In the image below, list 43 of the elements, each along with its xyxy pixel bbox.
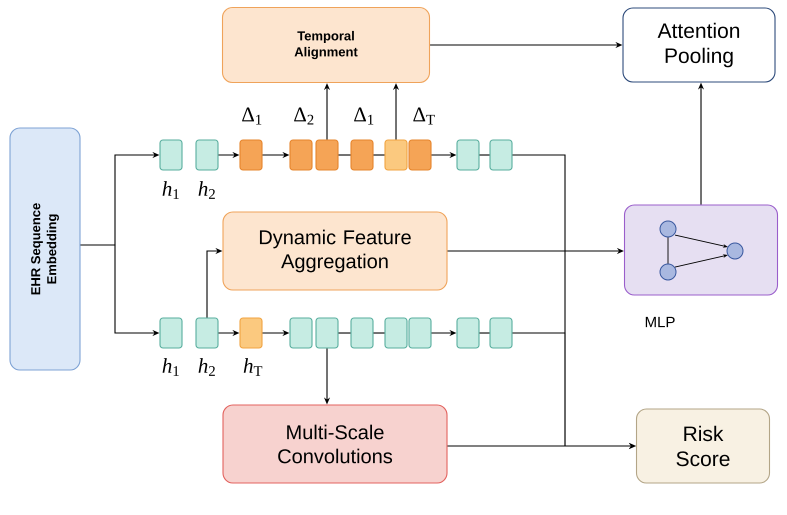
connector-line [338,332,350,334]
sequence-cell [159,139,183,171]
sequence-cell [289,317,313,349]
math-label: h$_{1}$ [162,181,179,199]
sequence-cell [239,139,263,171]
math-label: h$_{2}$ [198,181,215,199]
sequence-cell [408,139,432,171]
sequence-cell [315,317,339,349]
math-label: Δ$_{1}$ [354,108,374,124]
output-box: Attention Pooling [622,7,776,83]
sequence-cell [456,139,480,171]
sequence-cell [289,139,313,171]
process-box: Dynamic Feature Aggregation [222,211,448,291]
math-label: Δ$_{1}$ [242,108,262,124]
sequence-cell [384,317,408,349]
sequence-cell [195,139,219,171]
sequence-cell [159,317,183,349]
process-box: Temporal Alignment [222,6,430,84]
math-label: h$_{1}$ [162,358,179,376]
sequence-cell [384,139,408,171]
sequence-cell [195,317,219,349]
connector-line [480,154,490,156]
connector-line [338,154,350,156]
process-box: Multi-Scale Convolutions [222,404,448,484]
sequence-cell [489,317,513,349]
sequence-cell [315,139,339,171]
math-label: Δ$_{T}$ [413,108,435,124]
connector-line [480,332,490,334]
sequence-cell [239,317,263,349]
output-box: Risk Score [636,408,770,484]
sequence-cell [408,317,432,349]
sequence-cell [456,317,480,349]
connector-line [374,332,384,334]
sequence-cell [350,317,374,349]
sequence-cell [350,139,374,171]
math-label: Δ$_{2}$ [294,108,314,124]
math-label: h$_{T}$ [244,358,262,376]
network-drawing [624,204,778,296]
sequence-cell [489,139,513,171]
connector-line [374,154,384,156]
caption-label: MLP [646,316,675,328]
math-label: h$_{2}$ [198,358,215,376]
input-box: EHR Sequence Embedding [9,127,81,371]
